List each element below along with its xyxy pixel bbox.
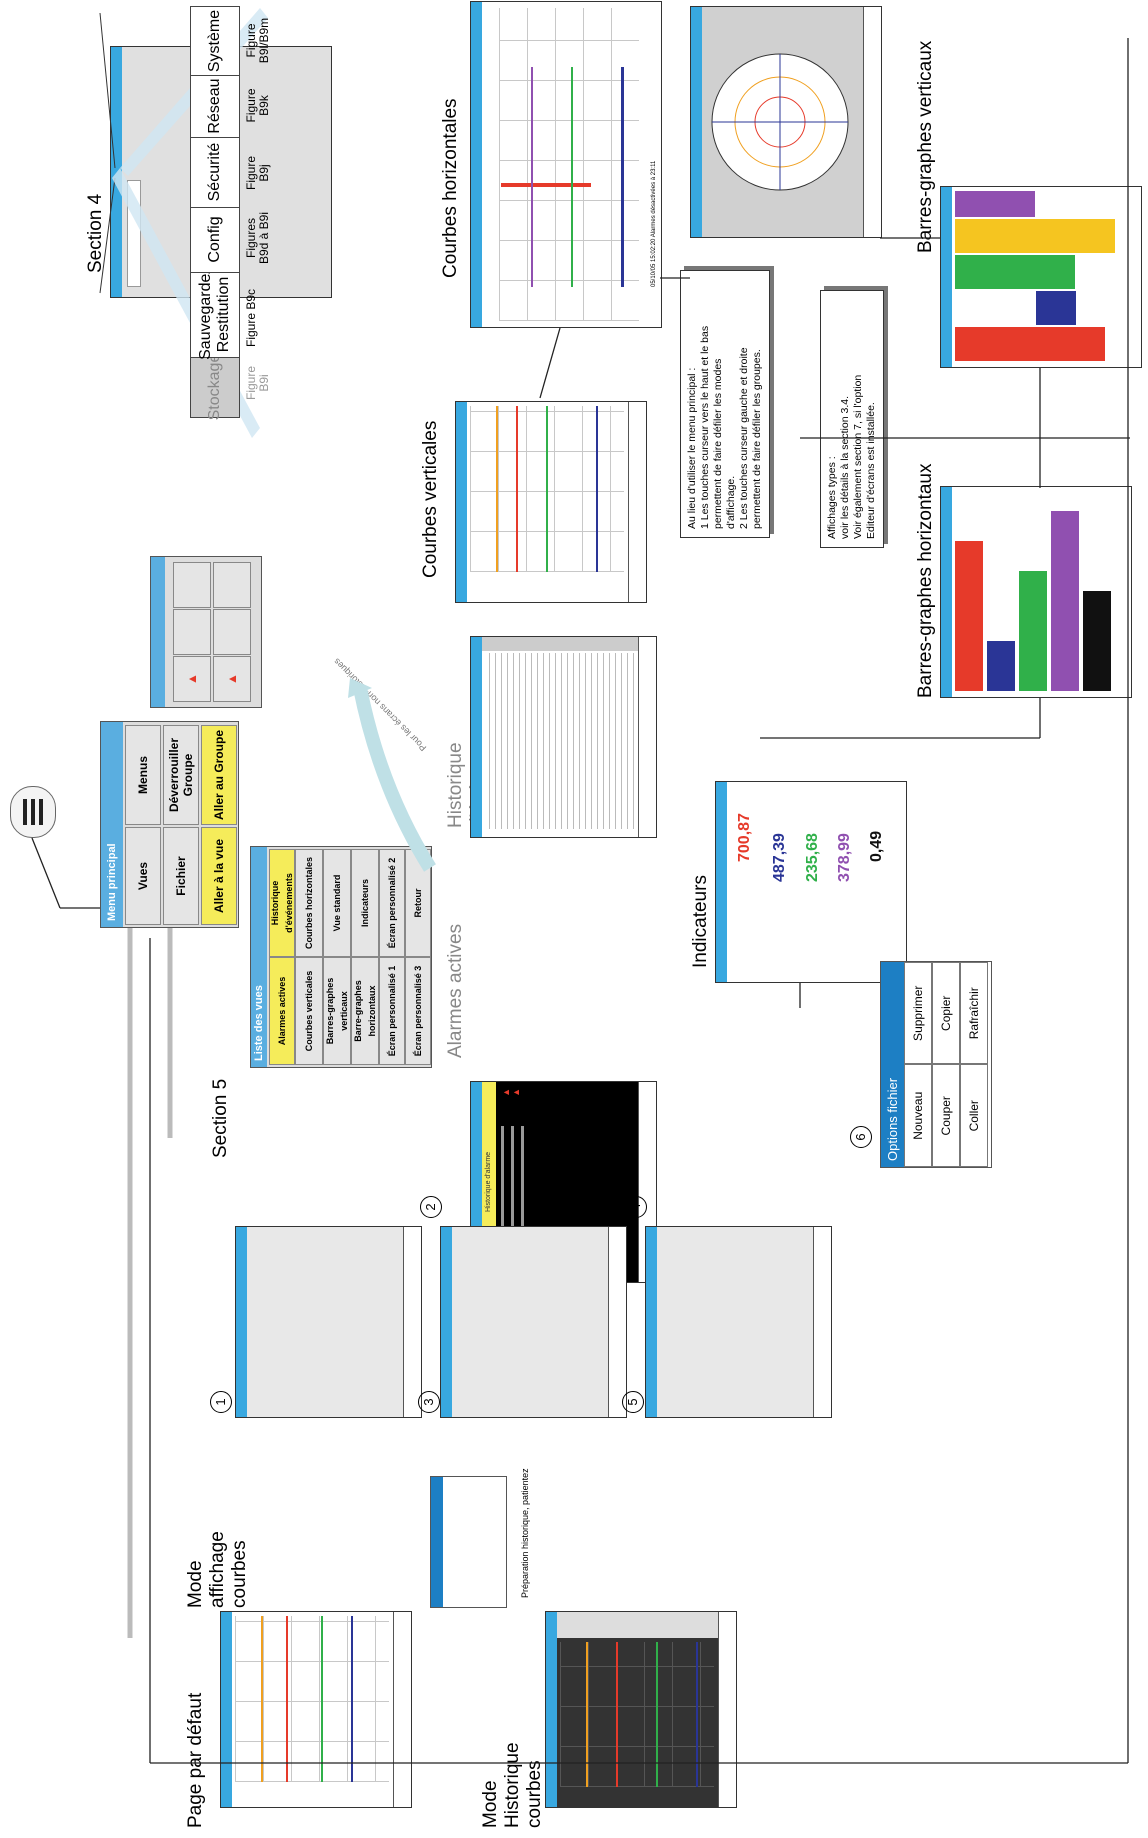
curve-arrow xyxy=(348,678,436,872)
polar-screen xyxy=(690,6,882,238)
